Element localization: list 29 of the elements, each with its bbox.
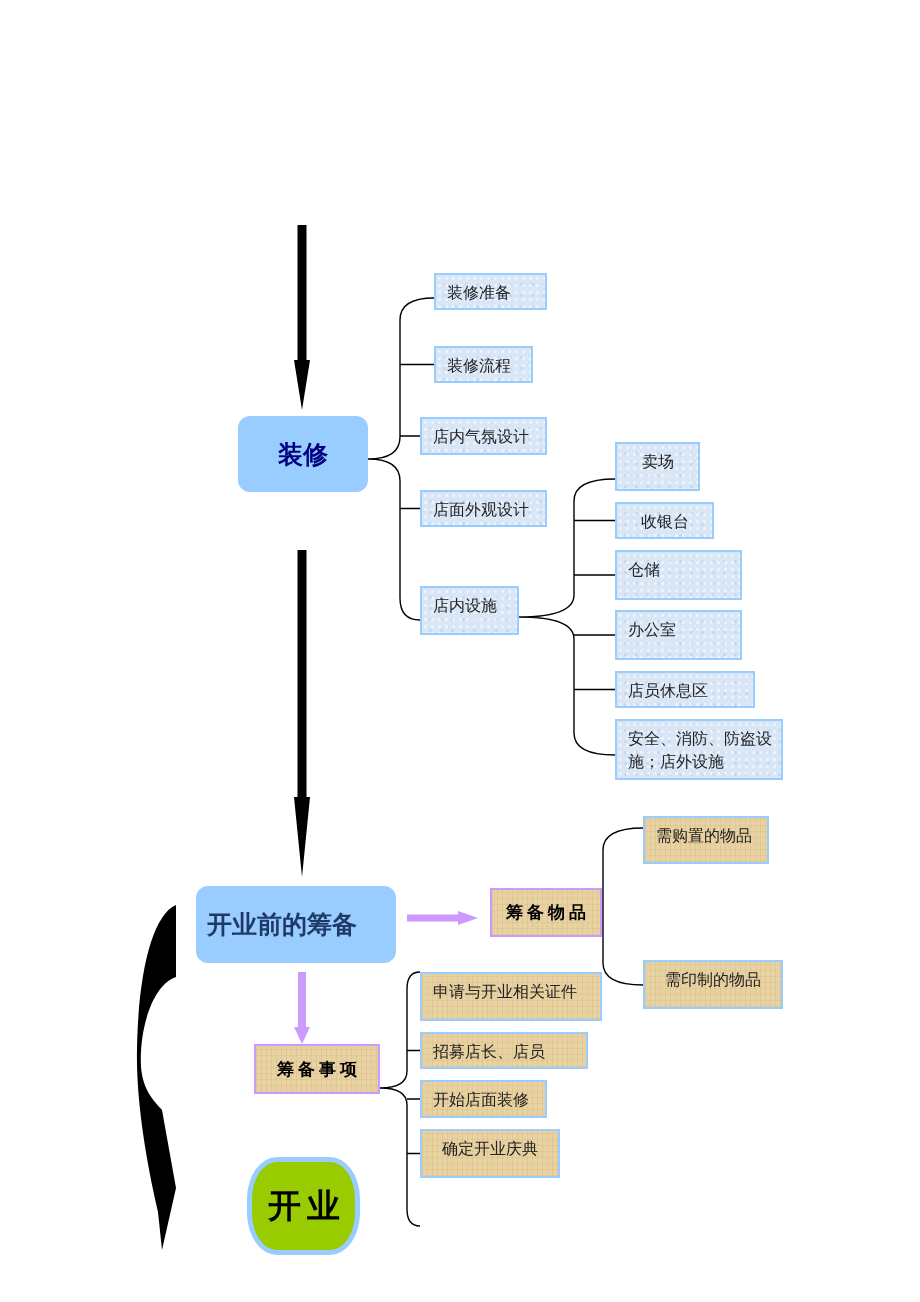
item-box: 装修流程: [434, 346, 533, 383]
item-box: 店内设施: [420, 586, 519, 635]
stage-box: 开业前的筹备: [196, 886, 396, 963]
brace-connector: [602, 827, 644, 986]
brace-connector: [518, 478, 616, 756]
goal-box: 开业: [247, 1157, 360, 1255]
item-box: 收银台: [615, 502, 714, 539]
category-box: 筹备事项: [254, 1044, 380, 1094]
item-box: 确定开业庆典: [420, 1129, 560, 1178]
category-box: 筹备物品: [490, 888, 602, 937]
item-box: 申请与开业相关证件: [420, 972, 602, 1021]
item-box: 办公室: [615, 610, 742, 660]
item-box: 开始店面装修: [420, 1080, 547, 1118]
brace-connector: [379, 971, 421, 1227]
item-box: 安全、消防、防盗设施；店外设施: [615, 719, 783, 780]
item-box: 仓储: [615, 550, 742, 600]
item-box: 需购置的物品: [643, 816, 769, 864]
arrow: [294, 225, 310, 410]
item-box: 招募店长、店员: [420, 1032, 588, 1069]
item-box: 装修准备: [434, 273, 547, 310]
stage-box: 装修: [238, 416, 368, 492]
arrow: [407, 911, 478, 925]
item-box: 店面外观设计: [420, 490, 547, 527]
arrow: [294, 972, 310, 1044]
item-box: 店员休息区: [615, 671, 755, 708]
item-box: 卖场: [615, 442, 700, 491]
item-box: 店内气氛设计: [420, 417, 547, 455]
curved-arrow: [136, 905, 176, 1250]
item-box: 需印制的物品: [643, 960, 783, 1009]
